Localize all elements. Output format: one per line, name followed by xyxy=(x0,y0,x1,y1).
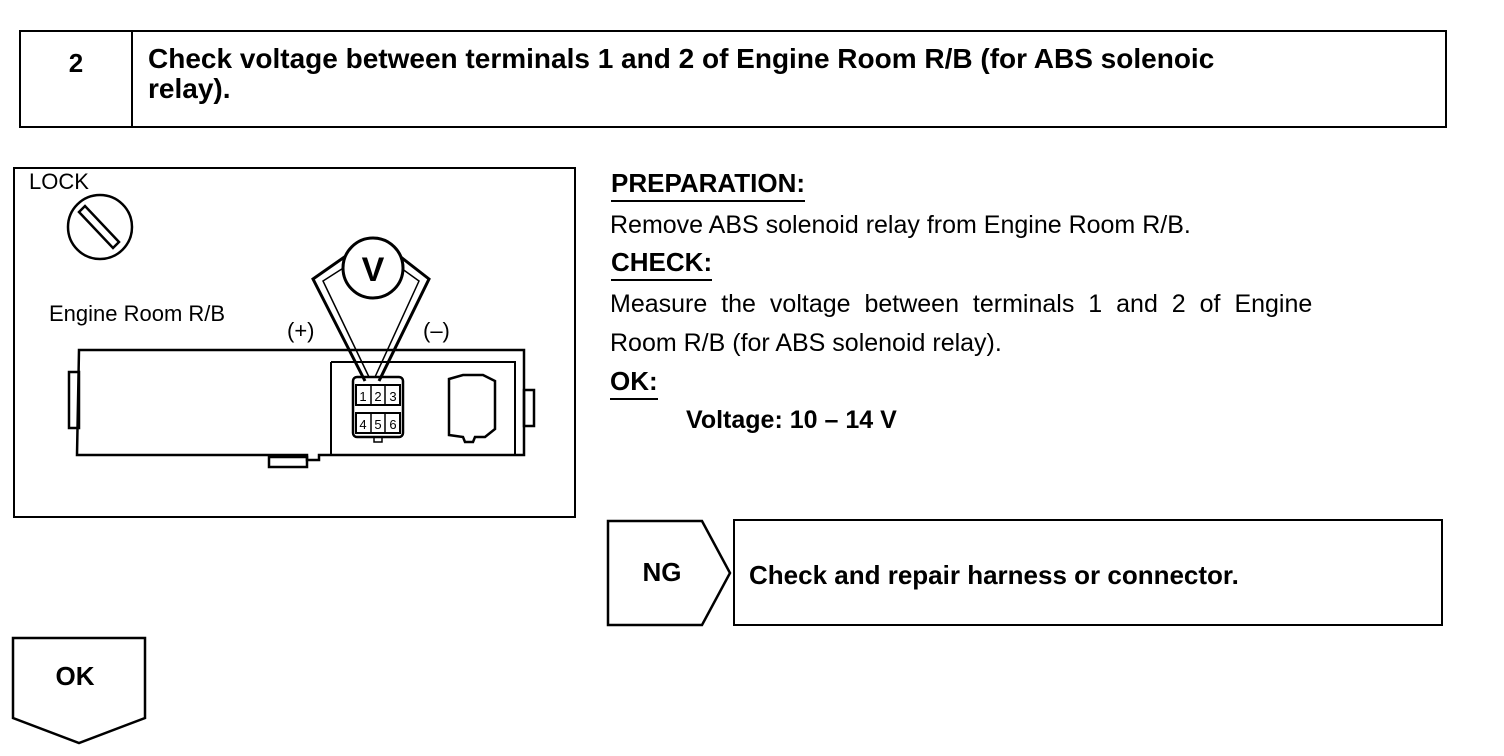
step-header: 2 Check voltage between terminals 1 and … xyxy=(19,30,1447,128)
positive-probe-label: (+) xyxy=(287,318,315,343)
illustration-svg: LOCK Engine Room R/B (+) (–) V xyxy=(13,167,576,518)
voltmeter-icon: V xyxy=(311,236,431,382)
ok-label: OK xyxy=(55,661,95,691)
empty-relay-socket xyxy=(447,373,497,444)
engine-room-rb-label: Engine Room R/B xyxy=(49,301,225,326)
step-title: Check voltage between terminals 1 and 2 … xyxy=(148,44,1438,104)
preparation-text: Remove ABS solenoid relay from Engine Ro… xyxy=(610,211,1191,239)
check-text-line-2: Room R/B (for ABS solenoid relay). xyxy=(610,329,1002,357)
terminal-4: 4 xyxy=(359,417,366,432)
check-heading: CHECK: xyxy=(611,247,713,281)
step-title-line-1: Check voltage between terminals 1 and 2 … xyxy=(148,43,1215,74)
terminal-3: 3 xyxy=(389,389,396,404)
lock-label: LOCK xyxy=(29,169,89,194)
voltage-spec: Voltage: 10 – 14 V xyxy=(686,406,897,434)
ok-arrow: OK xyxy=(11,636,148,746)
ng-action-box: Check and repair harness or connector. xyxy=(733,519,1443,626)
ok-arrow-shape xyxy=(11,636,147,745)
illustration-frame xyxy=(13,167,576,518)
step-title-line-2: relay). xyxy=(148,73,231,104)
relay-box: 1 2 3 4 5 6 xyxy=(67,348,536,469)
terminal-2: 2 xyxy=(374,389,381,404)
terminal-5: 5 xyxy=(374,417,381,432)
check-text-line-1: Measure the voltage between terminals 1 … xyxy=(610,290,1313,318)
terminal-6: 6 xyxy=(389,417,396,432)
wiring-illustration: LOCK Engine Room R/B (+) (–) V xyxy=(13,167,576,518)
preparation-heading: PREPARATION: xyxy=(611,168,806,202)
voltmeter-label: V xyxy=(362,251,385,289)
ng-arrow-shape xyxy=(606,519,732,627)
ok-heading: OK: xyxy=(610,366,658,400)
step-number: 2 xyxy=(21,32,133,126)
ng-label: NG xyxy=(642,557,682,587)
ng-arrow: NG xyxy=(606,519,734,627)
negative-probe-label: (–) xyxy=(423,318,450,343)
ng-action-text: Check and repair harness or connector. xyxy=(749,560,1239,590)
ignition-key-icon xyxy=(66,193,134,261)
terminal-1: 1 xyxy=(359,389,366,404)
